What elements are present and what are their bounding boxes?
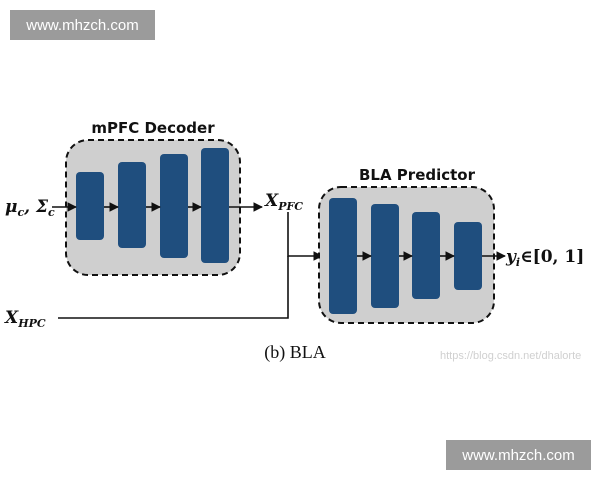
decoder-layer-3 (160, 154, 188, 258)
faint-watermark: https://blog.csdn.net/dhalorte (440, 350, 582, 362)
x-hpc-label: XHPC (4, 308, 46, 330)
caption: (b) BLA (264, 342, 326, 363)
decoder-layer-2 (118, 162, 146, 248)
predictor-layer-1 (329, 198, 357, 314)
predictor-layer-3 (412, 212, 440, 299)
predictor-layer-4 (454, 222, 482, 290)
watermark-bottom: www.mhzch.com (446, 440, 591, 470)
predictor-title: BLA Predictor (359, 166, 476, 184)
input-mu-sigma: μc, Σc (5, 197, 55, 219)
predictor-layer-2 (371, 204, 399, 308)
decoder-layer-1 (76, 172, 104, 240)
x-pfc-label: XPFC (264, 191, 303, 213)
decoder-title: mPFC Decoder (91, 119, 215, 137)
output-label: yi∈[0, 1] (505, 247, 584, 269)
decoder-layer-4 (201, 148, 229, 263)
watermark-top: www.mhzch.com (10, 10, 155, 40)
